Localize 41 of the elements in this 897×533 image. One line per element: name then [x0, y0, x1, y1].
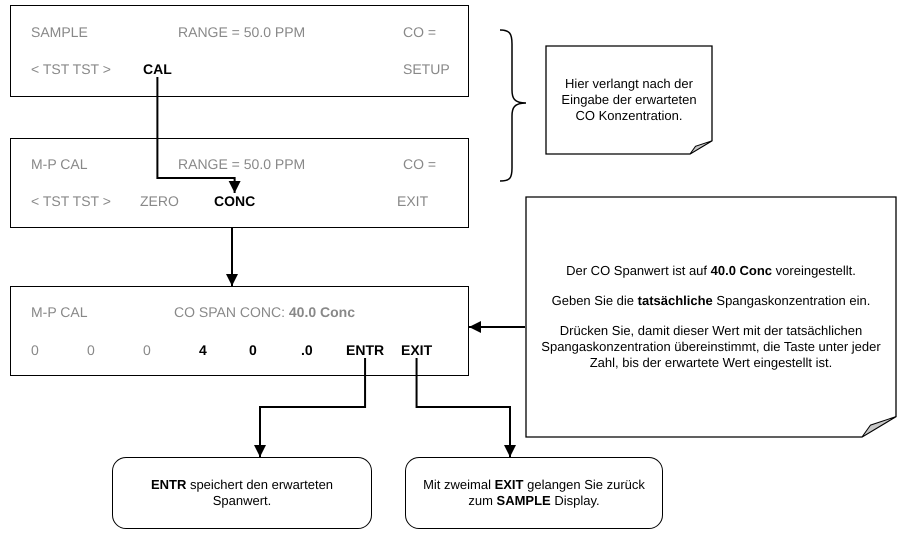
display-screen [10, 286, 469, 376]
display-text: 4 [199, 342, 207, 358]
note-text: Hier verlangt nach der Eingabe der erwarteten CO Konzentration. [560, 76, 698, 124]
display-text: ZERO [140, 193, 179, 209]
display-text: < TST TST > [31, 61, 111, 77]
display-text: CO = [403, 24, 436, 40]
softkey-label: EXIT [401, 342, 432, 358]
info-box [112, 457, 372, 529]
softkey-label: CAL [143, 61, 172, 77]
note-text: Geben Sie die tatsächliche Spangaskonzentration ein. [552, 293, 870, 309]
display-screen [10, 138, 469, 228]
softkey-label: ENTR [346, 342, 384, 358]
arrow [469, 321, 525, 333]
display-text: SETUP [403, 61, 450, 77]
display-text: EXIT [397, 193, 428, 209]
note-text: Mit zweimal EXIT gelangen Sie zurück zum SAMPLE Display. [422, 477, 646, 509]
note-text: ENTR speichert den erwarteten Spanwert. [150, 477, 334, 509]
display-text: RANGE = 50.0 PPM [178, 24, 306, 40]
arrow [254, 358, 366, 457]
display-text: 0 [31, 342, 39, 358]
display-text: 0 [143, 342, 151, 358]
note-text: Drücken Sie, damit dieser Wert mit der tatsächlichen Spangaskonzentration übereinstimmt, die Taste unter jeder Zahl, bis der erwartete Wert eingestellt ist. [540, 323, 882, 371]
display-text: 0 [249, 342, 257, 358]
arrow [416, 358, 516, 457]
display-text: < TST TST > [31, 193, 111, 209]
display-screen [10, 5, 469, 97]
note-text: Der CO Spanwert ist auf 40.0 Conc voreingestellt. [566, 263, 856, 279]
arrow [226, 228, 238, 286]
display-text: M-P CAL [31, 156, 88, 172]
display-text: SAMPLE [31, 24, 88, 40]
display-text: CO SPAN CONC: 40.0 Conc [174, 304, 356, 320]
info-box [405, 457, 663, 529]
display-text: 0 [87, 342, 95, 358]
display-text: M-P CAL [31, 304, 88, 320]
note-box [545, 45, 713, 155]
note-box [525, 196, 897, 438]
arrow [156, 77, 241, 193]
display-text: RANGE = 50.0 PPM [178, 156, 306, 172]
display-text: .0 [301, 342, 313, 358]
display-text: CO = [403, 156, 436, 172]
softkey-label: CONC [214, 193, 256, 209]
